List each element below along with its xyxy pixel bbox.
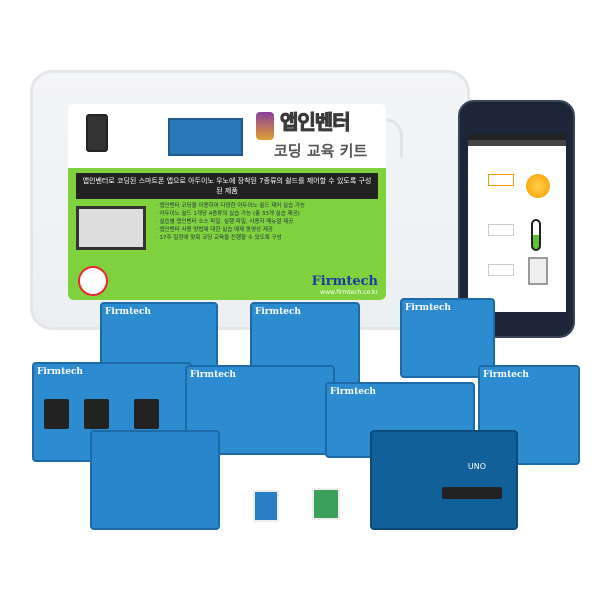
- thermometer-icon: [531, 219, 541, 251]
- brand-url: www.firmtech.co.kr: [320, 289, 378, 296]
- product-subtitle: 코딩 교육 키트: [274, 142, 368, 160]
- bullet: · 앱인벤터 사용 방법에 대한 실습 예제 동영상 제공: [156, 227, 273, 233]
- bullet: · 실습별 앱인벤터 소스 파일, 실행 파일, 사용자 매뉴얼 제공: [156, 219, 294, 225]
- bluetooth-module: [253, 490, 279, 522]
- value-field: [488, 264, 514, 276]
- app-screen: [468, 134, 566, 312]
- board-illustration: [168, 118, 243, 156]
- bullet: · 앱인벤터 코딩을 이용하여 다양한 아두이노 쉴드 제어 실습 가능: [156, 203, 306, 209]
- bullet: · 아두이노 쉴드 1개당 4종류의 실습 가능 (총 33개 실습 제공): [156, 211, 300, 217]
- laptop-illustration: [76, 206, 146, 250]
- mascot-icon: [78, 266, 108, 296]
- info-panel: 앱인벤터로 코딩된 스마트폰 앱으로 아두이노 우노에 장착된 7종류의 쉴드를…: [68, 168, 386, 300]
- product-label-card: 앱인벤터 코딩 교육 키트 앱인벤터로 코딩된 스마트폰 앱으로 아두이노 우노…: [68, 104, 386, 300]
- banner-text: 앱인벤터로 코딩된 스마트폰 앱으로 아두이노 우노에 장착된 7종류의 쉴드를…: [76, 173, 378, 199]
- window-icon: [528, 257, 548, 285]
- brand-block: Firmtech www.firmtech.co.kr: [68, 274, 386, 300]
- bullet: · 17주 일정에 맞춰 코딩 교육을 진행할 수 있도록 구성: [156, 235, 282, 241]
- wifi-module: [312, 488, 340, 520]
- proto-shield: [90, 430, 220, 530]
- smartphone: [458, 100, 575, 338]
- brand-logo: Firmtech: [311, 274, 378, 289]
- phone-illustration: [86, 114, 108, 152]
- product-title: 앱인벤터: [280, 110, 352, 135]
- sun-icon: [526, 174, 550, 198]
- shield-board: Firmtech: [185, 365, 335, 455]
- mit-logo: [256, 112, 274, 140]
- arduino-uno: UNO: [370, 430, 518, 530]
- value-field: [488, 174, 514, 186]
- value-field: [488, 224, 514, 236]
- shield-board: Firmtech: [400, 298, 495, 378]
